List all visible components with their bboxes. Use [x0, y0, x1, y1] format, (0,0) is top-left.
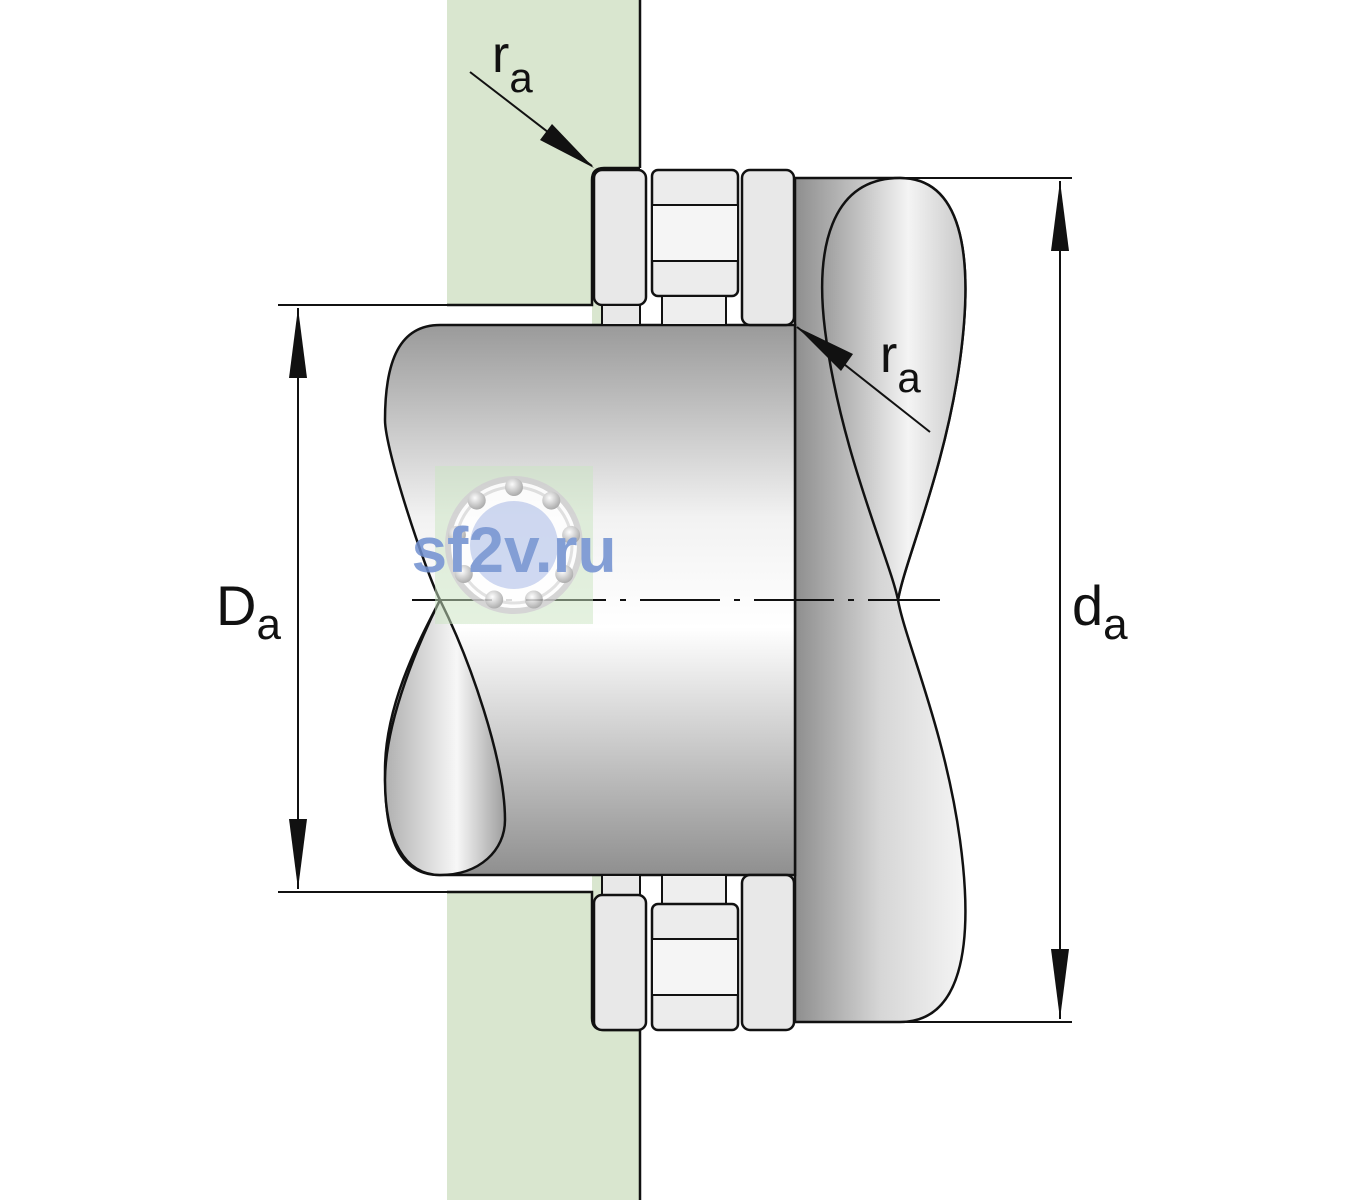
dimension-da: da	[900, 177, 1128, 1023]
dimension-Da: Da	[216, 304, 447, 893]
ra-right-leader: ra	[796, 326, 931, 433]
bearing-ball-icon	[485, 590, 504, 609]
watermark-text: sf2v.ru	[411, 514, 616, 586]
bearing-ball-icon	[454, 565, 473, 583]
ra-top-leader: ra	[469, 26, 594, 168]
bearing-ball-icon	[467, 491, 486, 510]
ra-top-subscript: a	[509, 54, 533, 101]
bearing-ball-icon	[524, 590, 543, 609]
svg-text:da: da	[1072, 574, 1128, 649]
bearing-ball-icon	[555, 565, 574, 583]
svg-text:ra: ra	[492, 26, 533, 101]
Da-label: D	[216, 574, 256, 637]
da-label: d	[1072, 574, 1103, 637]
bearing-lower	[592, 873, 796, 1032]
bearing-ball-icon	[562, 525, 581, 544]
Da-subscript: a	[256, 600, 281, 649]
bearing-ball-icon	[447, 525, 466, 544]
svg-text:Da: Da	[216, 574, 281, 649]
da-subscript: a	[1103, 600, 1128, 649]
ra-right-label: r	[880, 326, 897, 384]
bearing-ball-icon	[505, 478, 523, 496]
watermark: sf2v.ru	[411, 466, 617, 624]
bearing-ball-icon	[542, 491, 561, 510]
svg-text:ra: ra	[880, 326, 921, 401]
bearing-upper	[592, 168, 796, 327]
ra-top-label: r	[492, 26, 509, 84]
ra-right-subscript: a	[897, 354, 921, 401]
